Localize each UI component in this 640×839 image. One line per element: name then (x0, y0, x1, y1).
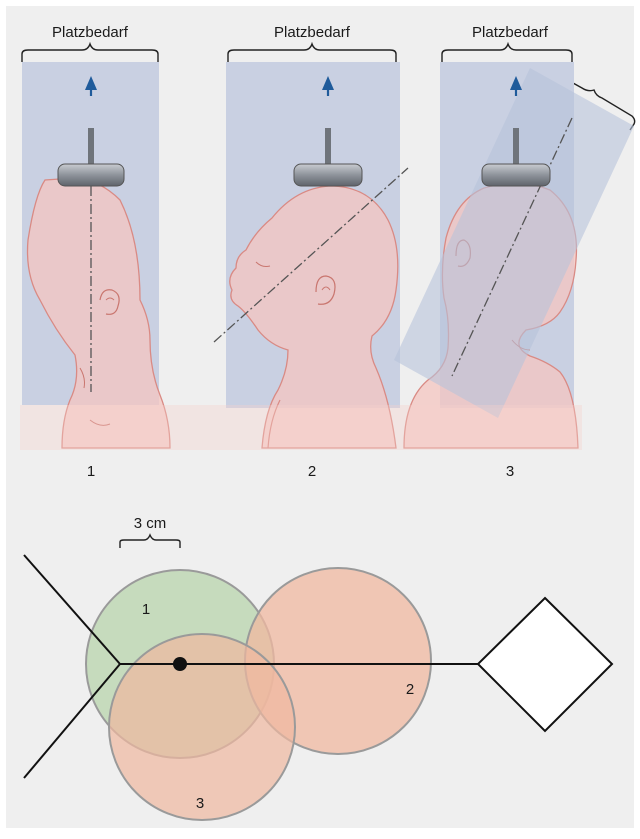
panel-2-device-head (293, 163, 363, 187)
panel-2: Platzbedarf 2 (213, 24, 409, 480)
panel-2-header-label: Platzbedarf (274, 24, 351, 41)
panel-1-arrow-head (85, 76, 97, 90)
circle-3 (108, 633, 296, 821)
panel-2-brace (227, 41, 397, 62)
upper-left-line (23, 554, 121, 665)
panel-3-number: 3 (506, 463, 514, 480)
panel-1-device-head (57, 163, 125, 187)
panel-2-head-silhouette (229, 185, 399, 449)
panel-2-ear-inner (321, 286, 331, 291)
panel-1-ear (99, 289, 120, 315)
panel-1-header-label: Platzbedarf (52, 24, 129, 41)
diamond-shape (476, 596, 614, 733)
panel-1-device-rod (88, 128, 94, 166)
panel-3: Platzbedarf 3 (394, 24, 636, 480)
scale-brace (119, 533, 181, 548)
circle-3-label: 3 (196, 795, 204, 812)
panel-1-chin-line (89, 419, 111, 426)
circle-2-label: 2 (406, 681, 414, 698)
panel-2-device-rod (325, 128, 331, 166)
panel-3-arrow-head (510, 76, 522, 90)
panel-1-ear-inner (105, 297, 115, 301)
panel-1-head-silhouette (26, 177, 171, 449)
panel-1-number: 1 (87, 463, 95, 480)
panel-2-arrow-head (322, 76, 334, 90)
panel-3-tilted-space-area (394, 68, 634, 418)
panel-3-header-label: Platzbedarf (472, 24, 549, 41)
center-point (173, 657, 187, 671)
panel-3-brace (441, 41, 573, 62)
panel-1-face-line (79, 367, 85, 389)
skin-band (20, 405, 582, 450)
panel-1: Platzbedarf 1 (21, 24, 171, 480)
panel-3-device-head (481, 163, 551, 187)
panel-3-axis-line (451, 117, 573, 377)
panel-1-brace (21, 41, 159, 62)
panel-2-eye (255, 261, 271, 267)
lower-left-line (23, 663, 121, 779)
panel-2-ear (315, 275, 336, 305)
panel-2-axis-line (213, 167, 409, 343)
circle-1-label: 1 (142, 601, 150, 618)
panel-3-device-rod (513, 128, 519, 166)
scale-label: 3 cm (134, 515, 167, 532)
panel-2-number: 2 (308, 463, 316, 480)
scale-indicator: 3 cm (119, 515, 181, 548)
panel-2-shoulder-line (267, 399, 281, 449)
